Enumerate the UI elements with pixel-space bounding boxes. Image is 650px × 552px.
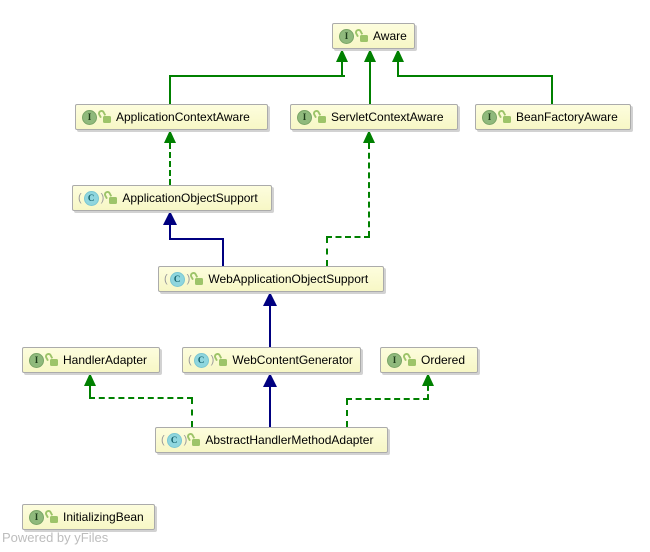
interface-icon: I	[297, 109, 312, 125]
class-node-application-object-support[interactable]: (C) ApplicationObjectSupport	[72, 185, 272, 211]
open-lock-icon	[213, 351, 228, 366]
class-icon: C	[166, 432, 182, 448]
node-label: BeanFactoryAware	[516, 110, 618, 124]
class-node-web-application-object-support[interactable]: (C) WebApplicationObjectSupport	[158, 266, 384, 292]
triangle-arrowhead-icon	[163, 211, 177, 225]
triangle-arrowhead-icon	[263, 292, 277, 306]
node-label: WebContentGenerator	[232, 353, 353, 367]
open-lock-icon	[103, 189, 118, 204]
class-node-ordered[interactable]: I Ordered	[380, 347, 478, 373]
interface-icon: I	[29, 509, 44, 525]
node-label: HandlerAdapter	[63, 353, 148, 367]
open-lock-icon	[189, 270, 204, 285]
node-label: ServletContextAware	[331, 110, 444, 124]
node-label: AbstractHandlerMethodAdapter	[205, 433, 374, 447]
node-label: Ordered	[421, 353, 466, 367]
node-label: ApplicationContextAware	[116, 110, 250, 124]
open-lock-icon	[96, 108, 111, 123]
class-node-abstract-handler-method-adapter[interactable]: (C) AbstractHandlerMethodAdapter	[155, 427, 388, 453]
triangle-arrowhead-icon	[422, 373, 434, 386]
yfiles-watermark: Powered by yFiles	[2, 530, 109, 545]
abstract-marker: (	[164, 273, 168, 285]
node-label: WebApplicationObjectSupport	[208, 272, 369, 286]
class-icon: C	[169, 271, 185, 287]
node-label: ApplicationObjectSupport	[122, 191, 258, 205]
node-label: InitializingBean	[63, 510, 144, 524]
interface-icon: I	[82, 109, 97, 125]
node-label: Aware	[373, 29, 407, 43]
interface-icon: I	[29, 352, 44, 368]
open-lock-icon	[496, 108, 511, 123]
class-node-initializing-bean[interactable]: I InitializingBean	[22, 504, 155, 530]
open-lock-icon	[186, 431, 201, 446]
abstract-marker: (	[161, 434, 165, 446]
abstract-marker: )	[186, 273, 191, 285]
class-node-aware[interactable]: I Aware	[332, 23, 415, 49]
class-node-bean-factory-aware[interactable]: I BeanFactoryAware	[475, 104, 631, 130]
triangle-arrowhead-icon	[164, 130, 176, 143]
interface-icon: I	[339, 28, 354, 44]
triangle-arrowhead-icon	[392, 49, 404, 62]
class-icon: C	[193, 352, 209, 368]
open-lock-icon	[353, 27, 368, 42]
abstract-marker: )	[183, 434, 188, 446]
triangle-arrowhead-icon	[363, 130, 375, 143]
abstract-marker: )	[100, 192, 105, 204]
interface-icon: I	[387, 352, 402, 368]
triangle-arrowhead-icon	[336, 49, 348, 62]
open-lock-icon	[43, 351, 58, 366]
class-node-application-context-aware[interactable]: I ApplicationContextAware	[75, 104, 268, 130]
open-lock-icon	[43, 508, 58, 523]
class-node-servlet-context-aware[interactable]: I ServletContextAware	[290, 104, 458, 130]
triangle-arrowhead-icon	[84, 373, 96, 386]
class-icon: C	[83, 190, 99, 206]
abstract-marker: (	[78, 192, 82, 204]
interface-icon: I	[482, 109, 497, 125]
open-lock-icon	[311, 108, 326, 123]
abstract-marker: )	[210, 354, 215, 366]
abstract-marker: (	[188, 354, 192, 366]
class-node-web-content-generator[interactable]: (C) WebContentGenerator	[182, 347, 361, 373]
class-node-handler-adapter[interactable]: I HandlerAdapter	[22, 347, 160, 373]
open-lock-icon	[401, 351, 416, 366]
triangle-arrowhead-icon	[263, 373, 277, 387]
triangle-arrowhead-icon	[364, 49, 376, 62]
